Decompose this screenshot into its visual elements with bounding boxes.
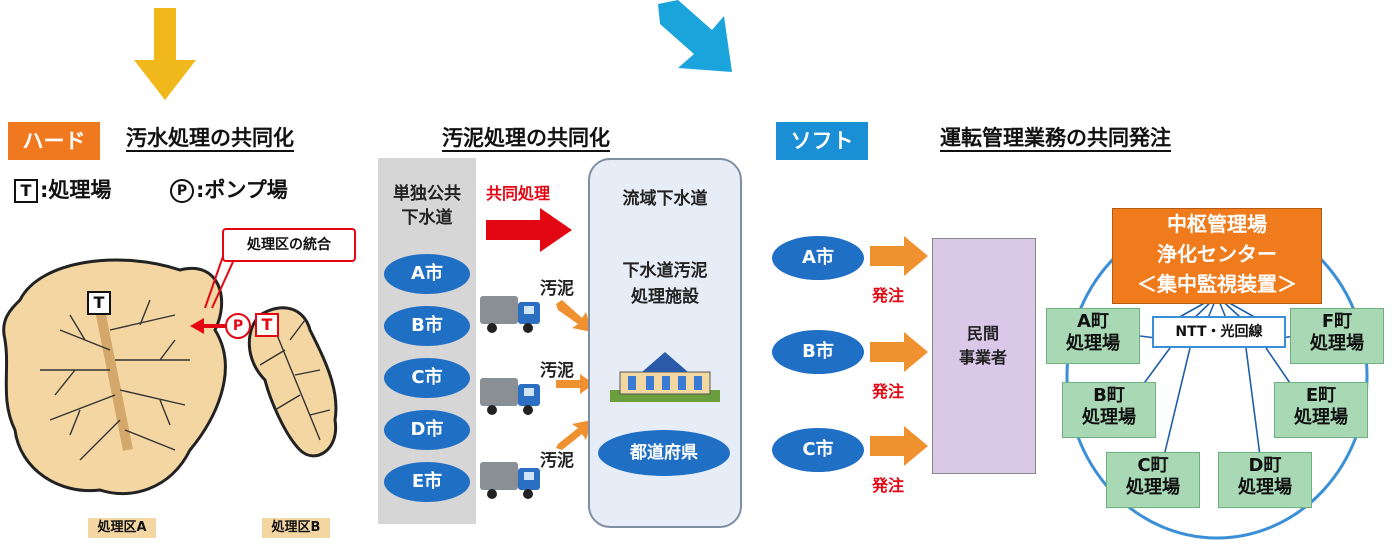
truck-icon-1 (480, 296, 540, 333)
hard-tag: ハード (8, 122, 100, 160)
sludge-facility-line1: 下水道汚泥 (622, 261, 708, 281)
map-pump-station: P (232, 318, 244, 334)
yellow-down-arrow-icon (134, 8, 196, 100)
soft-title: 運転管理業務の共同発注 (940, 126, 1171, 150)
sludge-label-3: 汚泥 (540, 451, 574, 471)
soft-city-b: B市 (772, 330, 864, 374)
plant-a-sub: 処理場 (1066, 333, 1120, 354)
area-label-a: 処理区A (88, 518, 156, 538)
plant-f-sub: 処理場 (1310, 333, 1364, 354)
integration-callout: 処理区の統合 (222, 228, 356, 262)
facility-building-icon (610, 352, 720, 402)
central-control-box: 中枢管理場 浄化センター ＜集中監視装置＞ (1112, 208, 1322, 304)
treatment-plant-symbol: T (14, 179, 38, 203)
sludge-city-c: C市 (384, 358, 470, 398)
single-sewer-header: 単独公共 下水道 (378, 182, 476, 230)
order-label-1: 発注 (872, 286, 905, 305)
regional-sewer-header: 流域下水道 (622, 189, 708, 209)
orange-arrow-icon-3 (556, 420, 592, 450)
central-control-line3: ＜集中監視装置＞ (1137, 272, 1297, 296)
single-sewer-header-line1: 単独公共 (393, 184, 461, 204)
prefecture-ellipse: 都道府県 (598, 430, 730, 476)
pump-station-symbol: P (170, 179, 194, 203)
legend-pump-station: P:ポンプ場 (170, 174, 288, 204)
contractor-box (932, 238, 1036, 474)
plant-a: A町 処理場 (1046, 308, 1140, 364)
plant-c-name: C町 (1137, 455, 1169, 476)
plant-b-name: B町 (1093, 385, 1125, 406)
order-label-3: 発注 (872, 476, 905, 495)
plant-e-name: E町 (1305, 385, 1337, 406)
soft-city-c: C市 (772, 428, 864, 472)
sludge-city-b: B市 (384, 306, 470, 346)
plant-c: C町 処理場 (1106, 452, 1200, 508)
plant-c-sub: 処理場 (1126, 477, 1180, 498)
contractor-label: 民間 事業者 (932, 322, 1034, 370)
ntt-fiber-label: NTT・光回線 (1152, 316, 1286, 348)
plant-d-name: D町 (1248, 455, 1282, 476)
sludge-city-a: A市 (384, 254, 470, 294)
sludge-facility-line2: 処理施設 (631, 287, 699, 307)
single-sewer-header-line2: 下水道 (401, 208, 453, 228)
plant-b: B町 処理場 (1062, 382, 1156, 438)
contractor-line2: 事業者 (958, 348, 1007, 367)
hard-title: 汚水処理の共同化 (126, 126, 294, 150)
central-control-line1: 中枢管理場 (1167, 212, 1267, 236)
plant-d-sub: 処理場 (1238, 477, 1292, 498)
map-treatment-plant-b: T (261, 315, 273, 334)
plant-a-name: A町 (1077, 311, 1109, 332)
plant-f-name: F町 (1321, 311, 1353, 332)
plant-f: F町 処理場 (1290, 308, 1384, 364)
order-label-2: 発注 (872, 382, 905, 401)
district-map-illustration (2, 241, 338, 496)
order-arrow-icon-2 (870, 332, 928, 372)
sludge-label-1: 汚泥 (540, 279, 574, 299)
joint-processing-label: 共同処理 (486, 184, 551, 203)
legend-treatment-plant: T:処理場 (14, 174, 111, 204)
contractor-line1: 民間 (966, 324, 999, 343)
soft-tag: ソフト (776, 122, 868, 160)
sludge-city-e: E市 (384, 462, 470, 502)
area-label-b: 処理区B (262, 518, 330, 538)
legend-treatment-plant-text: :処理場 (40, 178, 112, 202)
soft-city-a: A市 (772, 236, 864, 280)
plant-e-sub: 処理場 (1294, 407, 1348, 428)
sludge-label-2: 汚泥 (540, 361, 574, 381)
legend-pump-station-text: :ポンプ場 (196, 178, 288, 202)
truck-icon-3 (480, 462, 540, 499)
plant-e: E町 処理場 (1274, 382, 1368, 438)
joint-processing-arrow-icon (486, 208, 572, 252)
sludge-city-d: D市 (384, 410, 470, 450)
plant-d: D町 処理場 (1218, 452, 1312, 508)
sludge-title: 汚泥処理の共同化 (442, 126, 610, 150)
map-treatment-plant-a: T (93, 293, 105, 312)
blue-diagonal-arrow-icon (658, 0, 732, 72)
order-arrow-icon-3 (870, 426, 928, 466)
sludge-facility-label: 下水道汚泥 処理施設 (588, 258, 742, 310)
plant-b-sub: 処理場 (1082, 407, 1136, 428)
central-control-line2: 浄化センター (1157, 242, 1277, 266)
orange-arrow-icon-2 (556, 374, 594, 394)
orange-arrow-icon-1 (556, 300, 592, 332)
order-arrow-icon-1 (870, 236, 928, 276)
truck-icon-2 (480, 378, 540, 415)
